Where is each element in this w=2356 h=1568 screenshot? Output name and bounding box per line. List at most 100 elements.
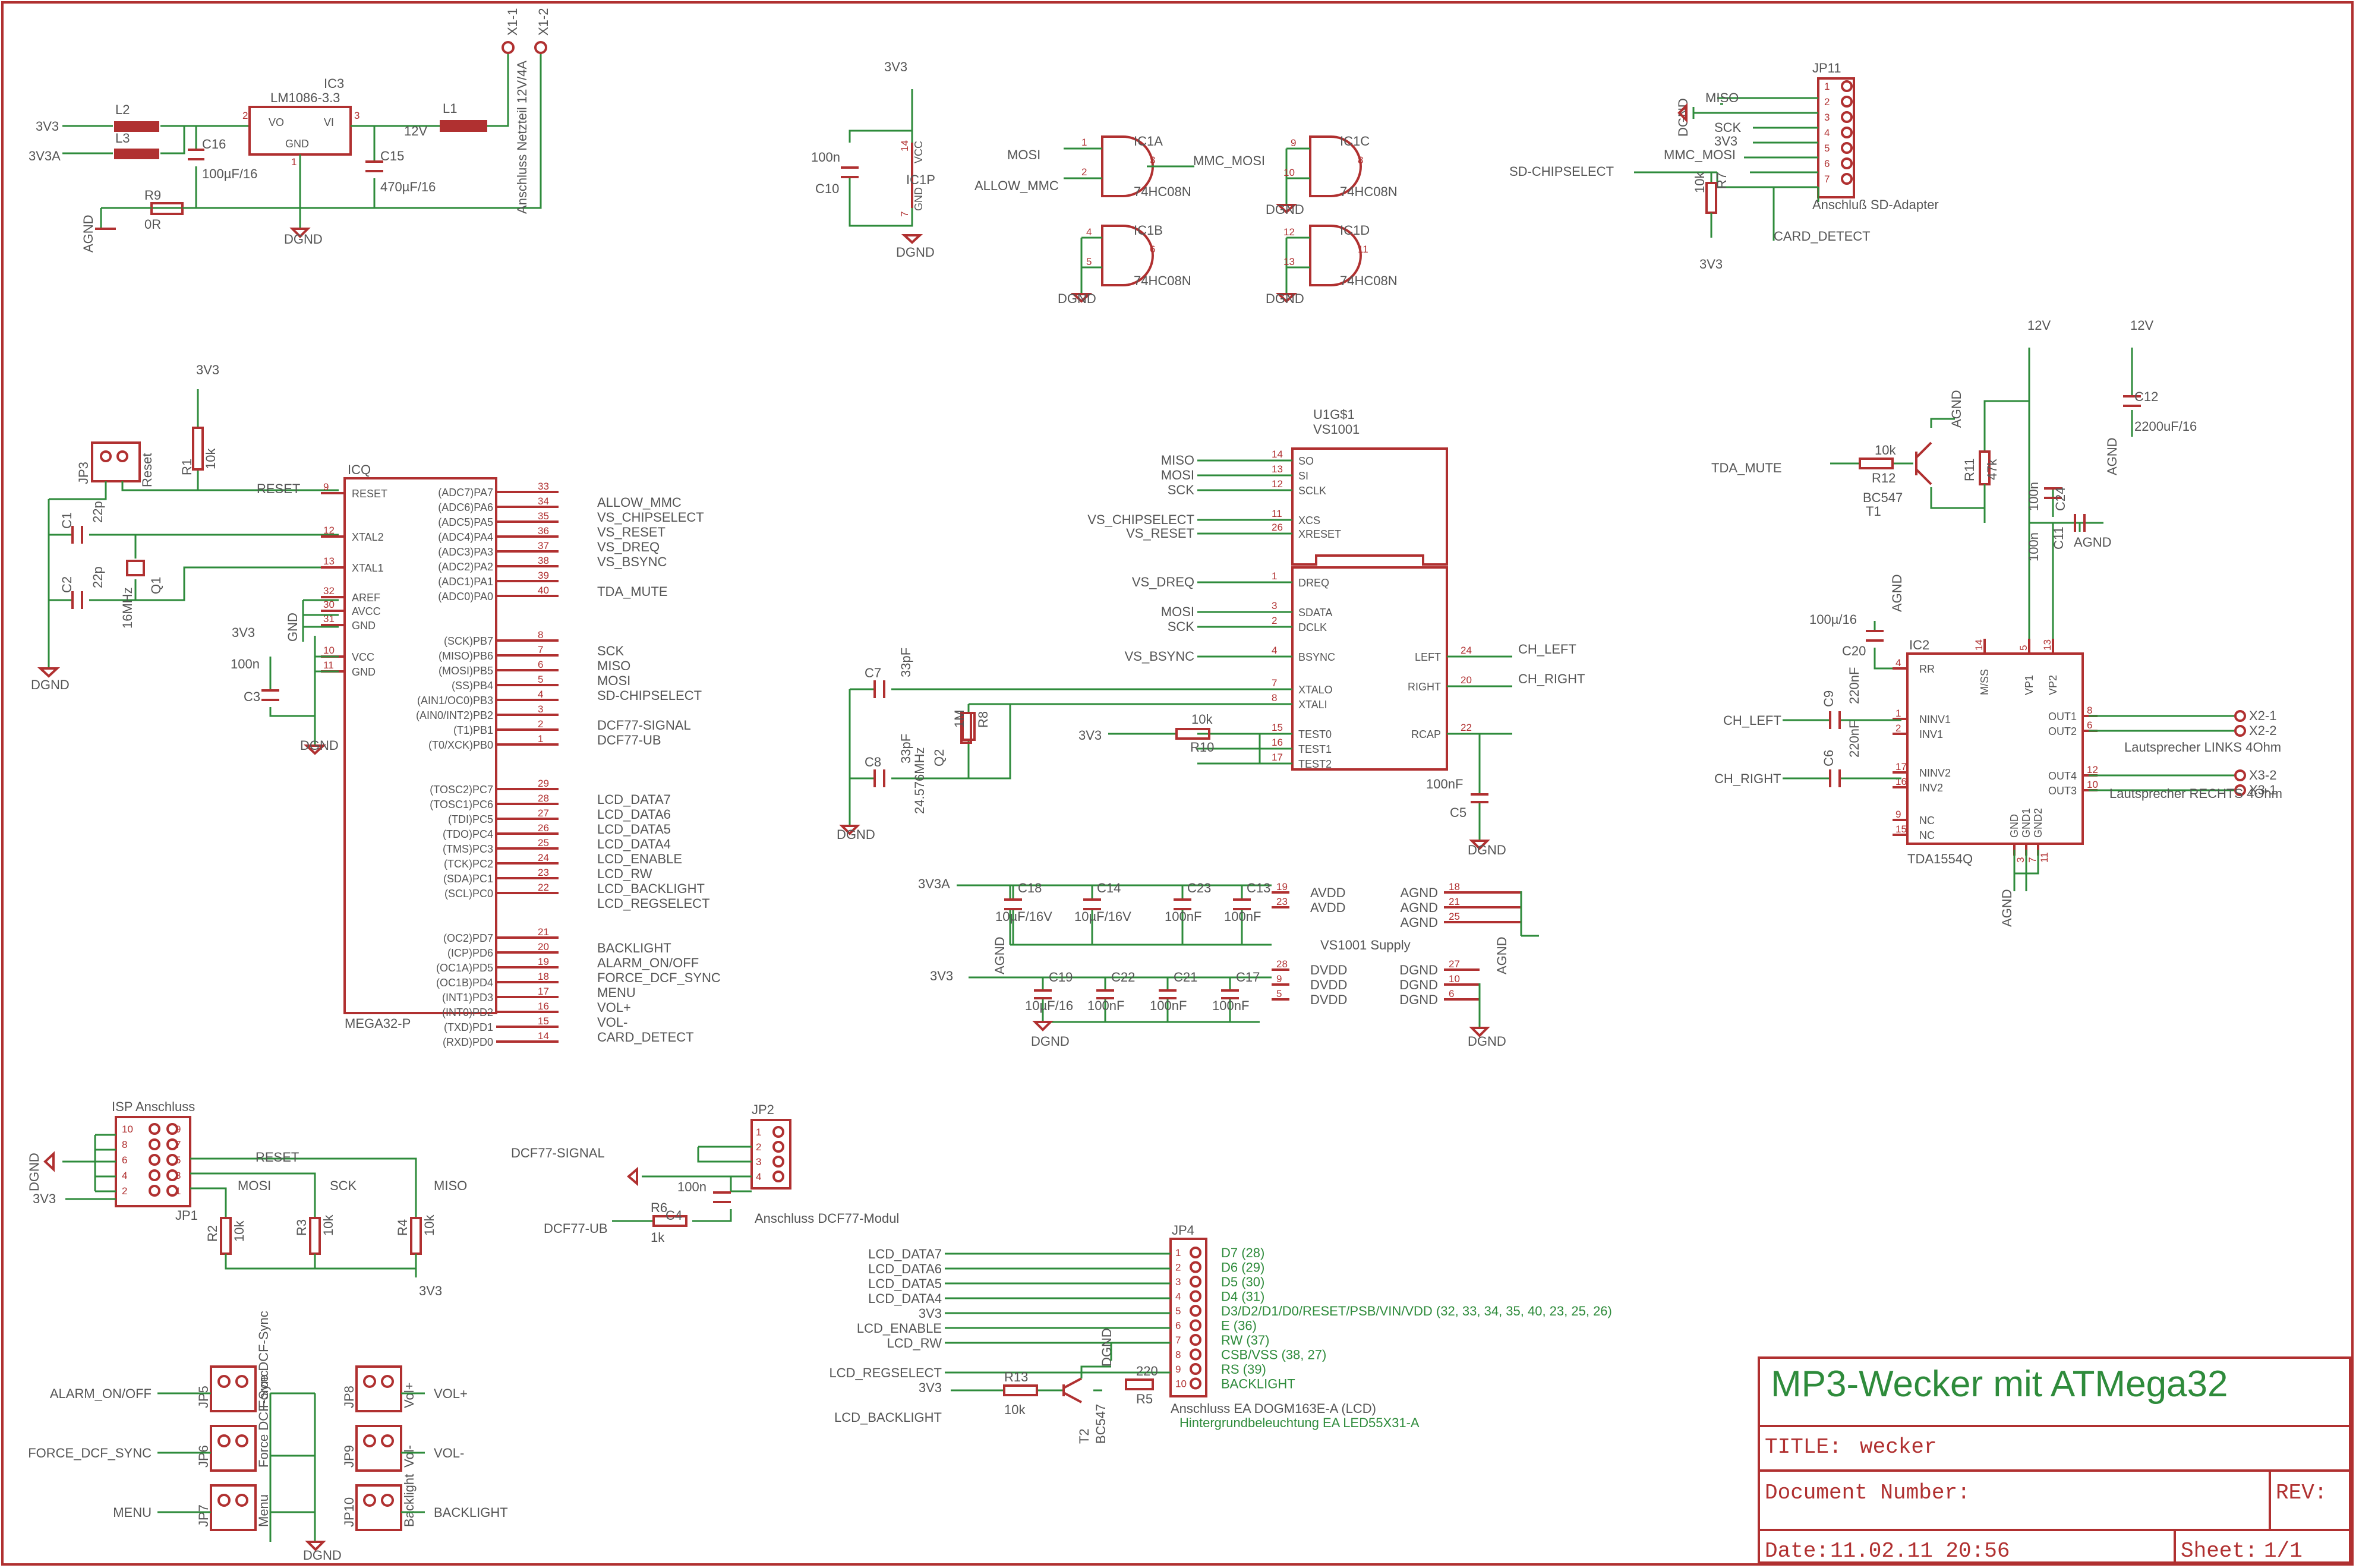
- isp-dgnd: DGND: [27, 1153, 42, 1191]
- pin-function: (SCK)PB7: [444, 635, 493, 647]
- net-label: LCD_BACKLIGHT: [597, 881, 705, 896]
- pin-num: 6: [2087, 720, 2092, 731]
- title-block-frame: [1758, 1356, 2351, 1564]
- speaker-x3-2: [2234, 769, 2246, 781]
- gate-ic1a: [1101, 135, 1154, 197]
- dgnd-symbol: [1275, 204, 1298, 214]
- dgnd-symbol: [1032, 1021, 1054, 1031]
- pin-name: XTALO: [1298, 684, 1333, 696]
- pin-function: (T0/XCK)PB0: [428, 739, 493, 751]
- wire: [269, 636, 339, 746]
- pin-num: 9: [323, 481, 329, 493]
- value-c5: 100nF: [1426, 777, 1463, 791]
- lcd-pin-desc: BACKLIGHT: [1221, 1377, 1295, 1392]
- pin-num: 6: [1449, 988, 1454, 999]
- part-t1: BC547: [1863, 490, 1903, 505]
- label-u1: U1G$1: [1313, 407, 1355, 422]
- capacitor-c4: [713, 1191, 731, 1203]
- title-block: MP3-Wecker mit ATMega32 TITLE: wecker Do…: [1758, 1356, 2351, 1564]
- pin-function: (ADC0)PA0: [438, 591, 493, 602]
- pin-function: (SDA)PC1: [443, 873, 493, 885]
- power-dgnd-label: DGND: [284, 232, 323, 247]
- pin-num: 23: [538, 867, 549, 878]
- pin-num: 1: [1824, 81, 1830, 92]
- jp3-pin1: [100, 450, 112, 462]
- pin-num: 20: [538, 941, 549, 952]
- net-label: LCD_DATA7: [597, 792, 671, 807]
- dgnd-symbol: [839, 825, 860, 835]
- pin-name: TEST0: [1298, 728, 1332, 740]
- pin-name: RIGHT: [1408, 681, 1441, 693]
- gate-ic1b: [1101, 225, 1154, 286]
- pin-name: AVCC: [352, 605, 381, 617]
- label-c4: C4: [666, 1208, 682, 1223]
- button-contact: [217, 1434, 231, 1447]
- sd-sck: SCK: [1714, 120, 1742, 135]
- pin-num: 3: [1175, 1276, 1181, 1288]
- pin-num: 17: [538, 986, 549, 997]
- gates-dgnd-c10: DGND: [896, 245, 935, 260]
- speaker-x2-2: [2234, 725, 2246, 737]
- pin-num: 15: [1895, 824, 1907, 835]
- label-l3: L3: [115, 131, 130, 146]
- net-label: MISO: [1161, 453, 1194, 468]
- pin-num: 17: [1272, 752, 1283, 763]
- net-label: VOL-: [597, 1015, 627, 1030]
- capacitor: [1004, 898, 1022, 910]
- connector-x1-2: [534, 41, 547, 54]
- pin-num: 1: [1175, 1247, 1181, 1258]
- button-contact: [363, 1434, 376, 1447]
- pin-num: 2: [1824, 96, 1830, 108]
- title-block-dividers: [1759, 1425, 2350, 1563]
- label-c1: C1: [59, 512, 74, 529]
- pin-function: (SCL)PC0: [444, 888, 493, 900]
- pin-num: 7: [1272, 677, 1277, 689]
- vs-dgnd-c5: DGND: [1468, 843, 1506, 857]
- pin-num: 18: [538, 971, 549, 982]
- amp-ch-left: CH_LEFT: [1723, 713, 1781, 728]
- capacitor-c8: [873, 769, 885, 787]
- pin-num: 2: [756, 1141, 761, 1153]
- dgnd-symbol: [901, 234, 923, 244]
- capacitor: [1083, 898, 1101, 910]
- supply-title: VS1001 Supply: [1320, 938, 1411, 952]
- pin-num: 16: [1272, 737, 1283, 748]
- pin-num: 3: [1824, 112, 1830, 123]
- label-r13: R13: [1004, 1370, 1028, 1384]
- wire: [1285, 147, 1310, 205]
- pin-function: (INT1)PD3: [442, 992, 493, 1004]
- pin-num: 35: [538, 510, 549, 522]
- mcu-3v3-vcc: 3V3: [232, 625, 255, 640]
- pin-function: (TDO)PC4: [443, 828, 493, 840]
- label-c16: C16: [202, 137, 226, 152]
- net-label: CARD_DETECT: [597, 1030, 694, 1045]
- value-r9: 0R: [144, 217, 161, 232]
- net-label: TDA_MUTE: [597, 584, 668, 599]
- isp-3v3-bottom: 3V3: [419, 1283, 442, 1298]
- cap-label: C23: [1187, 881, 1211, 895]
- jp11-pin: [1841, 173, 1853, 185]
- wire: [957, 884, 1272, 946]
- pin-num: 6: [1175, 1320, 1181, 1332]
- jp1-pin: [149, 1169, 160, 1181]
- amplifier-section: 12V 12V C12 2200uF/16 AGND TDA_MUTE 10k …: [1711, 318, 2282, 927]
- sheet-label: Sheet:: [2181, 1539, 2258, 1563]
- pin-num: 27: [538, 807, 549, 819]
- net-label: LCD_ENABLE: [597, 851, 682, 866]
- pin-num: 21: [1449, 896, 1460, 907]
- pin-num: 9: [1276, 973, 1282, 985]
- pin-num: 3: [538, 703, 543, 715]
- cap-label: C14: [1097, 881, 1121, 895]
- label-x3-2: X3-2: [2249, 768, 2276, 783]
- label-c24: C24: [2053, 487, 2068, 511]
- label-ic1d: IC1D: [1340, 223, 1370, 238]
- connector-jp11: [1817, 77, 1855, 198]
- pin-num: 30: [323, 599, 335, 610]
- pin-num: 13: [2042, 639, 2053, 651]
- capacitor-c1: [71, 526, 83, 544]
- pin-name: OUT4: [2048, 770, 2077, 782]
- pin-function: (ADC3)PA3: [438, 546, 493, 558]
